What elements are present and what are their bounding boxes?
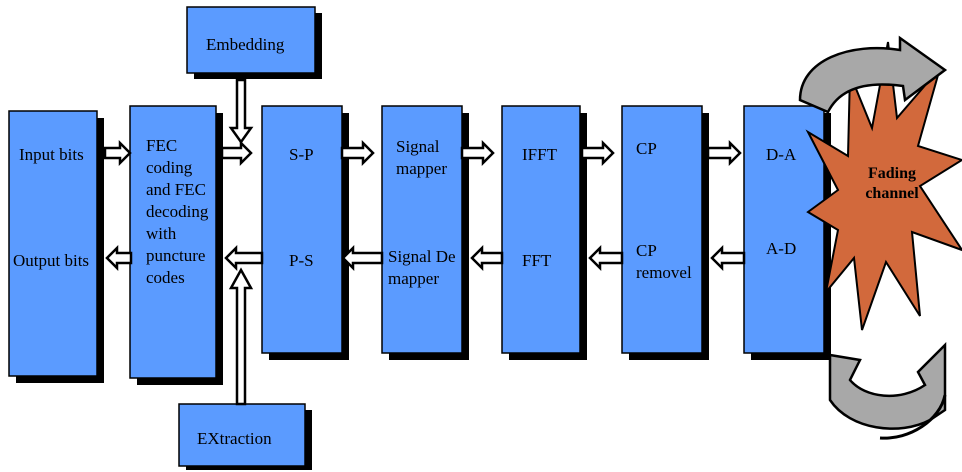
arrow-left-icon	[224, 244, 264, 272]
fading-line: Fading	[867, 165, 916, 182]
fec-line: FEC	[146, 136, 178, 155]
cp-removel-label: CP removel	[636, 240, 692, 284]
fec-label: FEC coding and FEC decoding with punctur…	[146, 135, 208, 289]
arrow-right-icon	[460, 139, 495, 167]
bottom-curved-arrow-icon	[828, 341, 947, 440]
arrow-left-icon	[341, 244, 384, 272]
embedding-box	[186, 6, 316, 74]
extraction-label: EXtraction	[197, 429, 272, 448]
forward-arrows	[103, 139, 742, 167]
arrow-right-icon	[706, 139, 742, 167]
arrow-right-icon	[580, 139, 615, 167]
embedding-label: Embedding	[206, 35, 285, 54]
arrow-left-icon	[470, 244, 504, 272]
fading-channel-star-icon	[805, 41, 962, 331]
fft-label: FFT	[522, 251, 552, 270]
input-bits-label: Input bits	[19, 145, 84, 164]
fec-line: with	[146, 224, 177, 243]
embedding-arrow-icon	[228, 78, 254, 145]
fec-line: puncture	[146, 246, 206, 265]
arrow-left-icon	[588, 244, 624, 272]
signal-demapper-label: Signal De mapper	[388, 246, 456, 290]
block-fec	[129, 105, 223, 385]
fading-channel-label: Fading channel	[852, 164, 932, 204]
da-label: D-A	[766, 145, 797, 164]
cp-removel-line: CP	[636, 241, 657, 260]
fading-line: channel	[865, 185, 919, 202]
extraction-box	[178, 403, 306, 467]
arrow-left-icon	[105, 244, 133, 272]
block-input-output	[8, 110, 104, 383]
block-cp	[621, 105, 709, 360]
top-curved-arrow-icon	[798, 35, 948, 114]
signal-mapper-line: mapper	[396, 159, 447, 178]
ps-label: P-S	[289, 251, 314, 270]
signal-demapper-line: mapper	[388, 269, 439, 288]
output-bits-label: Output bits	[13, 251, 90, 270]
extraction-arrow-icon	[228, 267, 254, 406]
arrow-right-icon	[220, 139, 253, 167]
reverse-arrows	[105, 244, 746, 272]
ad-label: A-D	[766, 239, 797, 258]
ifft-label: IFFT	[522, 145, 557, 164]
fec-line: coding	[146, 158, 193, 177]
block-signal-mapper	[381, 105, 469, 360]
block-sp-ps	[261, 105, 349, 360]
sp-label: S-P	[289, 145, 314, 164]
arrow-left-icon	[710, 244, 746, 272]
signal-demapper-line: Signal De	[388, 247, 456, 266]
block-ifft-fft	[501, 105, 587, 360]
block-da-ad	[743, 105, 831, 360]
fec-line: decoding	[146, 202, 209, 221]
cp-removel-line: removel	[636, 263, 692, 282]
arrow-right-icon	[340, 139, 375, 167]
fec-line: and FEC	[146, 180, 206, 199]
signal-mapper-label: Signal mapper	[396, 136, 447, 180]
fec-line: codes	[146, 268, 185, 287]
arrow-right-icon	[103, 139, 132, 167]
cp-label: CP	[636, 139, 657, 158]
signal-mapper-line: Signal	[396, 137, 440, 156]
